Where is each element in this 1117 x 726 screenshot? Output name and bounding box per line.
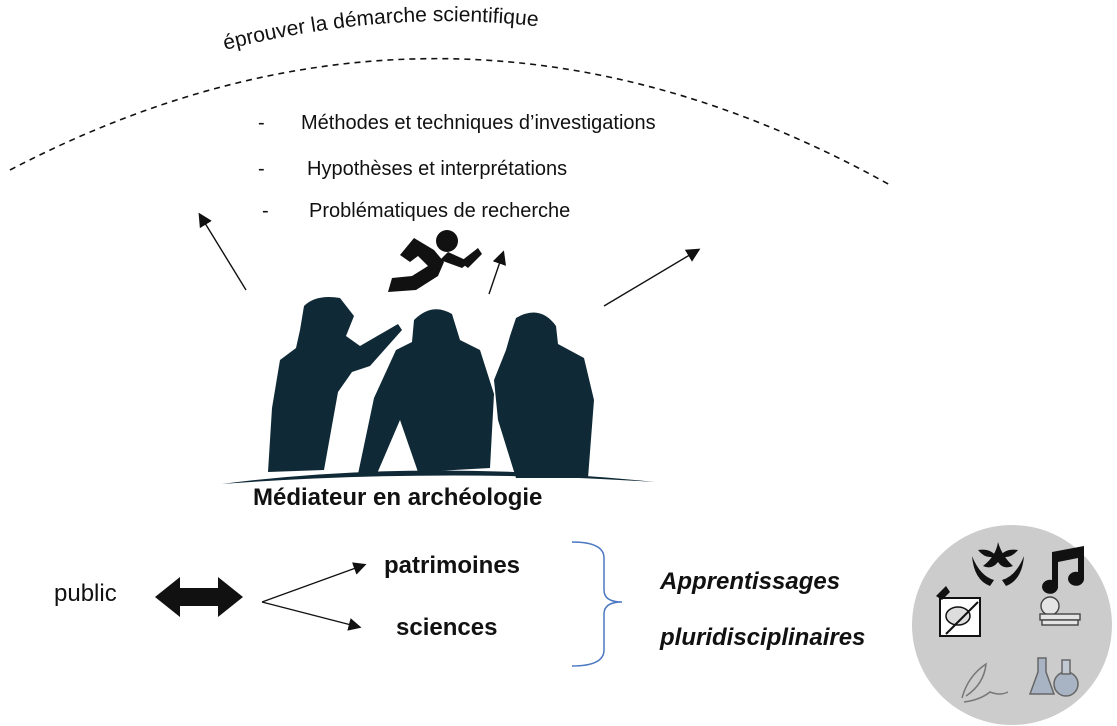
outcome-line2: pluridisciplinaires: [660, 624, 866, 651]
archaeologist-digging-icon: [388, 230, 482, 292]
list-dash-1: -: [258, 112, 265, 134]
geography-books-icon: [1039, 596, 1081, 626]
arc-title: éprouver la démarche scientifique: [221, 3, 540, 55]
list-dash-3: -: [262, 200, 269, 222]
people-silhouette: [222, 297, 655, 484]
arrow-left-up: [198, 212, 247, 291]
art-palette-icon: [936, 586, 981, 637]
outcome-line1: Apprentissages: [660, 568, 841, 595]
public-label: public: [54, 580, 117, 607]
music-note-icon: [1042, 546, 1085, 594]
list-item-hypotheses: Hypothèses et interprétations: [307, 158, 568, 180]
mediator-label: Médiateur en archéologie: [253, 484, 543, 511]
arrow-right-up: [603, 248, 701, 307]
arrow-to-sciences: [261, 601, 362, 631]
arrow-to-patrimoines: [261, 562, 367, 603]
patrimoines-label: patrimoines: [384, 552, 521, 579]
double-arrow-icon: [155, 577, 243, 617]
curly-brace: [571, 541, 623, 667]
list-item-problematics: Problématiques de recherche: [309, 200, 571, 222]
sciences-label: sciences: [396, 614, 498, 641]
writing-feather-icon: [961, 662, 1009, 703]
list-dash-2: -: [258, 158, 265, 180]
arrow-center-up: [488, 250, 507, 295]
list-item-methods: Méthodes et techniques d’investigations: [301, 112, 656, 134]
chemistry-flasks-icon: [1028, 657, 1079, 697]
plant-hands-icon: [972, 542, 1024, 586]
